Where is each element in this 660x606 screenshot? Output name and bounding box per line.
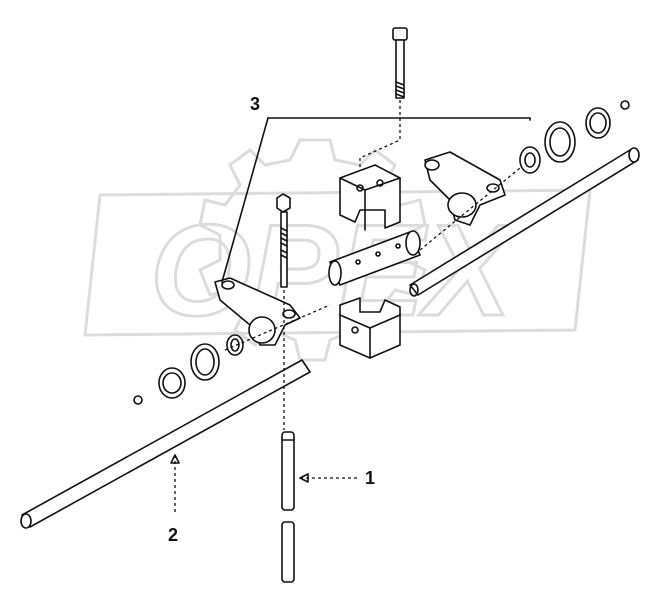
callout-3: 3 [250, 94, 261, 114]
upper-bracket [339, 164, 401, 231]
rocker-shaft-long [20, 359, 311, 529]
center-shaft [328, 230, 421, 286]
lower-bracket [339, 297, 401, 359]
rocker-shaft-right [409, 147, 640, 297]
bolt-leader-dashed [359, 100, 401, 190]
callout-3-leader-left [221, 117, 269, 283]
callout-2-arrow [170, 454, 180, 464]
callout-1: 1 [365, 468, 376, 488]
rocker-arm-right [424, 151, 506, 226]
upper-left-nut [276, 193, 291, 288]
right-washers [519, 100, 630, 174]
rocker-arm-left [214, 277, 301, 346]
pin-lower [281, 521, 295, 583]
top-bolt [392, 27, 408, 99]
left-washers [133, 334, 244, 405]
callout-2: 2 [168, 525, 179, 545]
axis-dash-left [224, 304, 331, 351]
pin-upper [281, 431, 295, 511]
callout-1-arrow [299, 473, 309, 483]
